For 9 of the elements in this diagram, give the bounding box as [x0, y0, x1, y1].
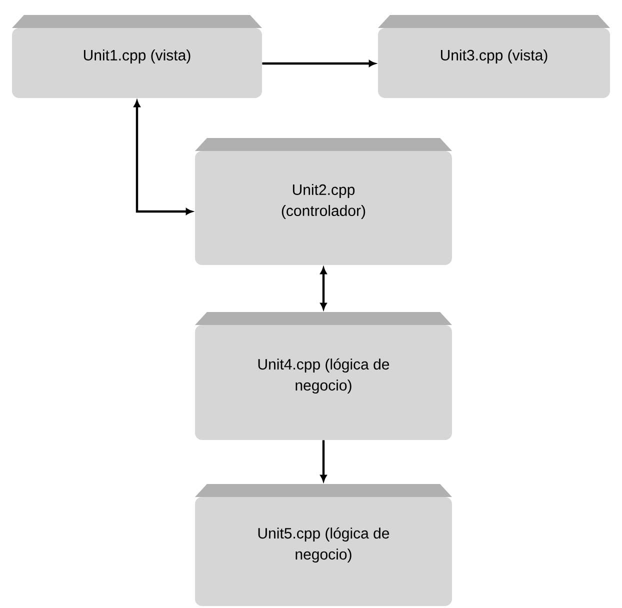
- process-box: Unit4.cpp (lógica de negocio): [195, 312, 452, 440]
- arrow: [134, 100, 193, 215]
- process-box: Unit3.cpp (vista): [378, 15, 610, 98]
- arrow: [320, 440, 327, 482]
- arrow: [262, 60, 376, 67]
- process-box: Unit1.cpp (vista): [12, 15, 262, 98]
- arrow: [320, 267, 327, 310]
- process-box: Unit5.cpp (lógica de negocio): [195, 484, 452, 606]
- process-box: Unit2.cpp (controlador): [195, 138, 452, 265]
